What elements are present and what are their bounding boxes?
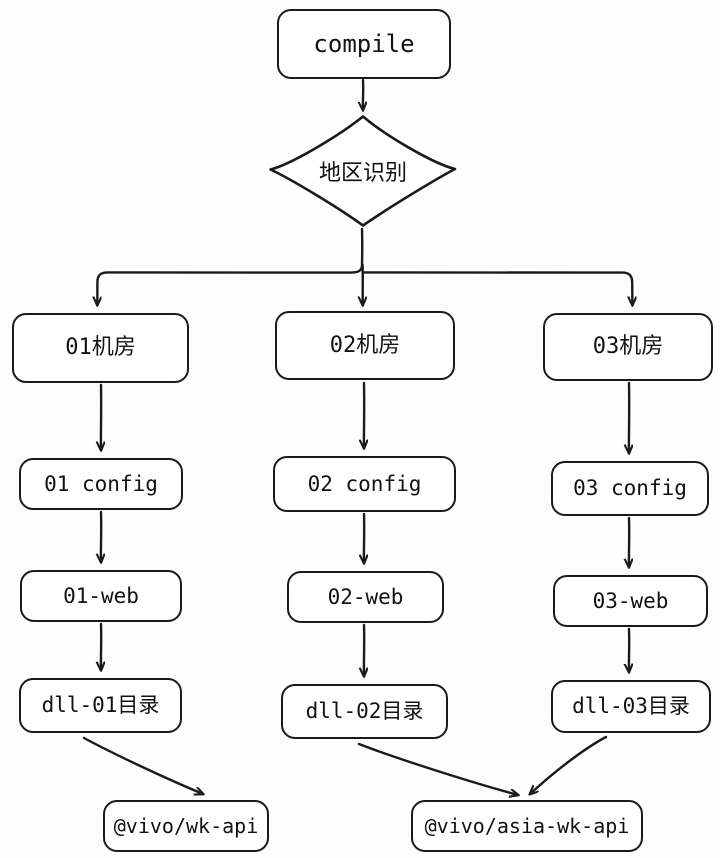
edge-dll01-to-wkapi — [82, 736, 203, 794]
node-pkg-wk-api[interactable]: @vivo/wk-api — [103, 800, 269, 852]
node-region-decision[interactable]: 地区识别 — [266, 114, 460, 228]
node-region-decision-label: 地区识别 — [318, 161, 407, 186]
node-web-01-label: 01-web — [63, 583, 139, 608]
node-dll-02[interactable]: dll-02目录 — [281, 684, 448, 739]
edge-dll02-to-asiaapi — [357, 742, 518, 795]
node-room-03-label: 03机房 — [592, 334, 664, 359]
node-dll-01[interactable]: dll-01目录 — [19, 678, 182, 733]
node-room-02-label: 02机房 — [329, 332, 401, 358]
node-room-02[interactable]: 02机房 — [275, 311, 455, 380]
node-web-03[interactable]: 03-web — [553, 575, 708, 627]
node-web-02-label: 02-web — [327, 584, 404, 609]
node-pkg-asia-wk-api[interactable]: @vivo/asia-wk-api — [411, 800, 643, 852]
node-config-03-label: 03 config — [573, 476, 687, 500]
edge-dll03-to-asiaapi — [530, 735, 608, 794]
node-web-02[interactable]: 02-web — [287, 571, 444, 623]
node-web-03-label: 03-web — [592, 588, 669, 613]
node-dll-01-label: dll-01目录 — [41, 693, 160, 717]
node-room-03[interactable]: 03机房 — [543, 313, 713, 381]
node-room-01[interactable]: 01机房 — [12, 313, 189, 383]
node-config-01-label: 01 config — [44, 471, 158, 496]
node-pkg-wk-api-label: @vivo/wk-api — [113, 814, 259, 838]
edge-region-to-room01 — [97, 227, 364, 305]
node-dll-03[interactable]: dll-03目录 — [551, 680, 711, 733]
node-room-01-label: 01机房 — [65, 335, 136, 360]
node-dll-03-label: dll-03目录 — [572, 694, 690, 718]
node-compile-label: compile — [313, 30, 415, 58]
node-config-03[interactable]: 03 config — [551, 461, 709, 516]
node-config-02-label: 02 config — [307, 471, 422, 496]
node-config-01[interactable]: 01 config — [19, 458, 183, 510]
node-web-01[interactable]: 01-web — [20, 570, 182, 622]
node-compile[interactable]: compile — [277, 9, 451, 79]
node-pkg-asia-wk-api-label: @vivo/asia-wk-api — [424, 814, 630, 838]
edge-region-to-room03 — [362, 271, 633, 305]
node-config-02[interactable]: 02 config — [273, 456, 456, 512]
node-dll-02-label: dll-02目录 — [305, 699, 424, 723]
